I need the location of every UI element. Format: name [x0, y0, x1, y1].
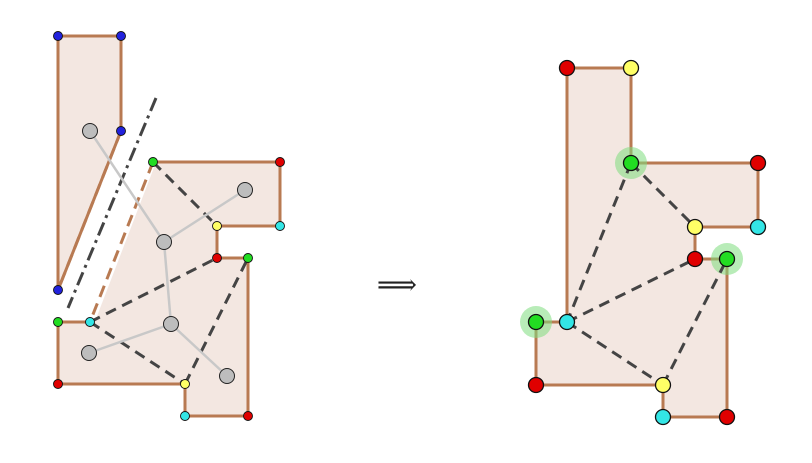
vertex-blue [53, 31, 63, 41]
vertex-green [148, 157, 158, 167]
dual-edge [88, 322, 172, 355]
vertex-yellow [212, 221, 222, 231]
diagonal [183, 257, 250, 385]
vertex-green [243, 253, 253, 263]
split-edge-upper [56, 130, 123, 291]
diagonal [89, 320, 186, 386]
vertex-red [53, 379, 63, 389]
vertex-red [243, 411, 253, 421]
diagonal [566, 257, 696, 324]
vertex-cyan [749, 218, 767, 236]
vertex-green [622, 154, 640, 172]
right-figure [520, 59, 767, 426]
vertex-blue [116, 126, 126, 136]
dual-node [156, 234, 172, 250]
vertex-red [558, 59, 576, 77]
vertex-cyan [180, 411, 190, 421]
dual-edge [162, 241, 173, 325]
dual-node [219, 368, 235, 384]
diagonal [565, 162, 633, 323]
vertex-cyan [275, 221, 285, 231]
vertex-green [718, 250, 736, 268]
vertex-cyan [558, 313, 576, 331]
vertex-yellow [622, 59, 640, 77]
vertex-cyan [654, 408, 672, 426]
right-polygon [534, 66, 760, 419]
diagonal [566, 320, 664, 387]
vertex-red [275, 157, 285, 167]
split-edge-lower [88, 161, 155, 323]
dual-edge [163, 188, 246, 244]
vertex-blue [53, 285, 63, 295]
left-vertices [53, 31, 285, 421]
dual-node [163, 316, 179, 332]
vertex-red [527, 376, 545, 394]
implies-arrow: ⟹ [377, 268, 417, 301]
vertex-red [212, 253, 222, 263]
right-diagonals [565, 161, 729, 387]
left-figure [53, 31, 285, 421]
vertex-yellow [686, 218, 704, 236]
dual-node [82, 123, 98, 139]
diagonal [661, 258, 729, 386]
vertex-yellow [180, 379, 190, 389]
vertex-blue [116, 31, 126, 41]
dual-tree-edges [88, 130, 246, 377]
dual-tree-nodes [81, 123, 253, 384]
vertex-red [686, 250, 704, 268]
vertex-green [527, 313, 545, 331]
split-gap [60, 129, 158, 324]
dual-edge [170, 323, 228, 377]
vertex-green [53, 317, 63, 327]
diagonal [629, 161, 697, 229]
right-vertices [527, 59, 767, 426]
dual-edge [88, 130, 166, 243]
dual-node [237, 182, 253, 198]
vertex-cyan [85, 317, 95, 327]
cut-line [66, 97, 158, 309]
vertex-red [749, 154, 767, 172]
diagonal [89, 256, 218, 324]
vertex-red [718, 408, 736, 426]
dual-node [81, 345, 97, 361]
vertex-yellow [654, 376, 672, 394]
